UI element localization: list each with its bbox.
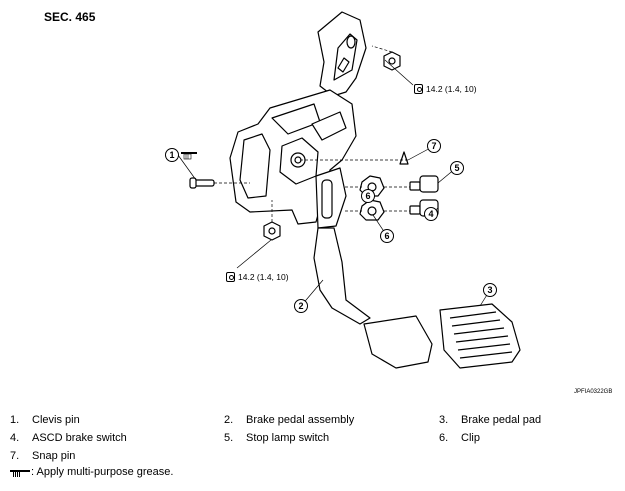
callout-4: 4 bbox=[428, 209, 433, 219]
torque-spec-upper: 14.2 (1.4, 10) bbox=[414, 84, 477, 94]
torque-spec-lower: 14.2 (1.4, 10) bbox=[226, 272, 289, 282]
snap-pin bbox=[399, 151, 409, 165]
torque-icon bbox=[226, 272, 235, 282]
clip-lower bbox=[359, 199, 385, 221]
nut-lower bbox=[263, 221, 281, 241]
callout-3: 3 bbox=[487, 285, 492, 295]
clevis-pin bbox=[189, 177, 215, 189]
torque-value-upper: 14.2 (1.4, 10) bbox=[426, 84, 477, 94]
grease-note: : Apply multi-purpose grease. bbox=[10, 466, 173, 478]
torque-value-lower: 14.2 (1.4, 10) bbox=[238, 272, 289, 282]
callout-7: 7 bbox=[431, 141, 436, 151]
grease-icon bbox=[10, 468, 30, 477]
grease-note-text: : Apply multi-purpose grease. bbox=[31, 466, 174, 478]
torque-icon bbox=[414, 84, 423, 94]
grease-icon-callout bbox=[181, 152, 197, 160]
callout-5: 5 bbox=[454, 163, 459, 173]
brake-pedal-pad bbox=[439, 303, 521, 369]
stop-lamp-switch bbox=[409, 175, 439, 193]
section-title: SEC. 465 bbox=[44, 10, 96, 24]
callout-6-lower: 6 bbox=[384, 231, 389, 241]
brake-pedal-arm bbox=[313, 227, 371, 325]
callout-2: 2 bbox=[298, 301, 303, 311]
callout-1: 1 bbox=[169, 150, 174, 160]
callout-6-upper: 6 bbox=[365, 191, 370, 201]
reference-code: JPFIA0322GB bbox=[574, 389, 613, 395]
